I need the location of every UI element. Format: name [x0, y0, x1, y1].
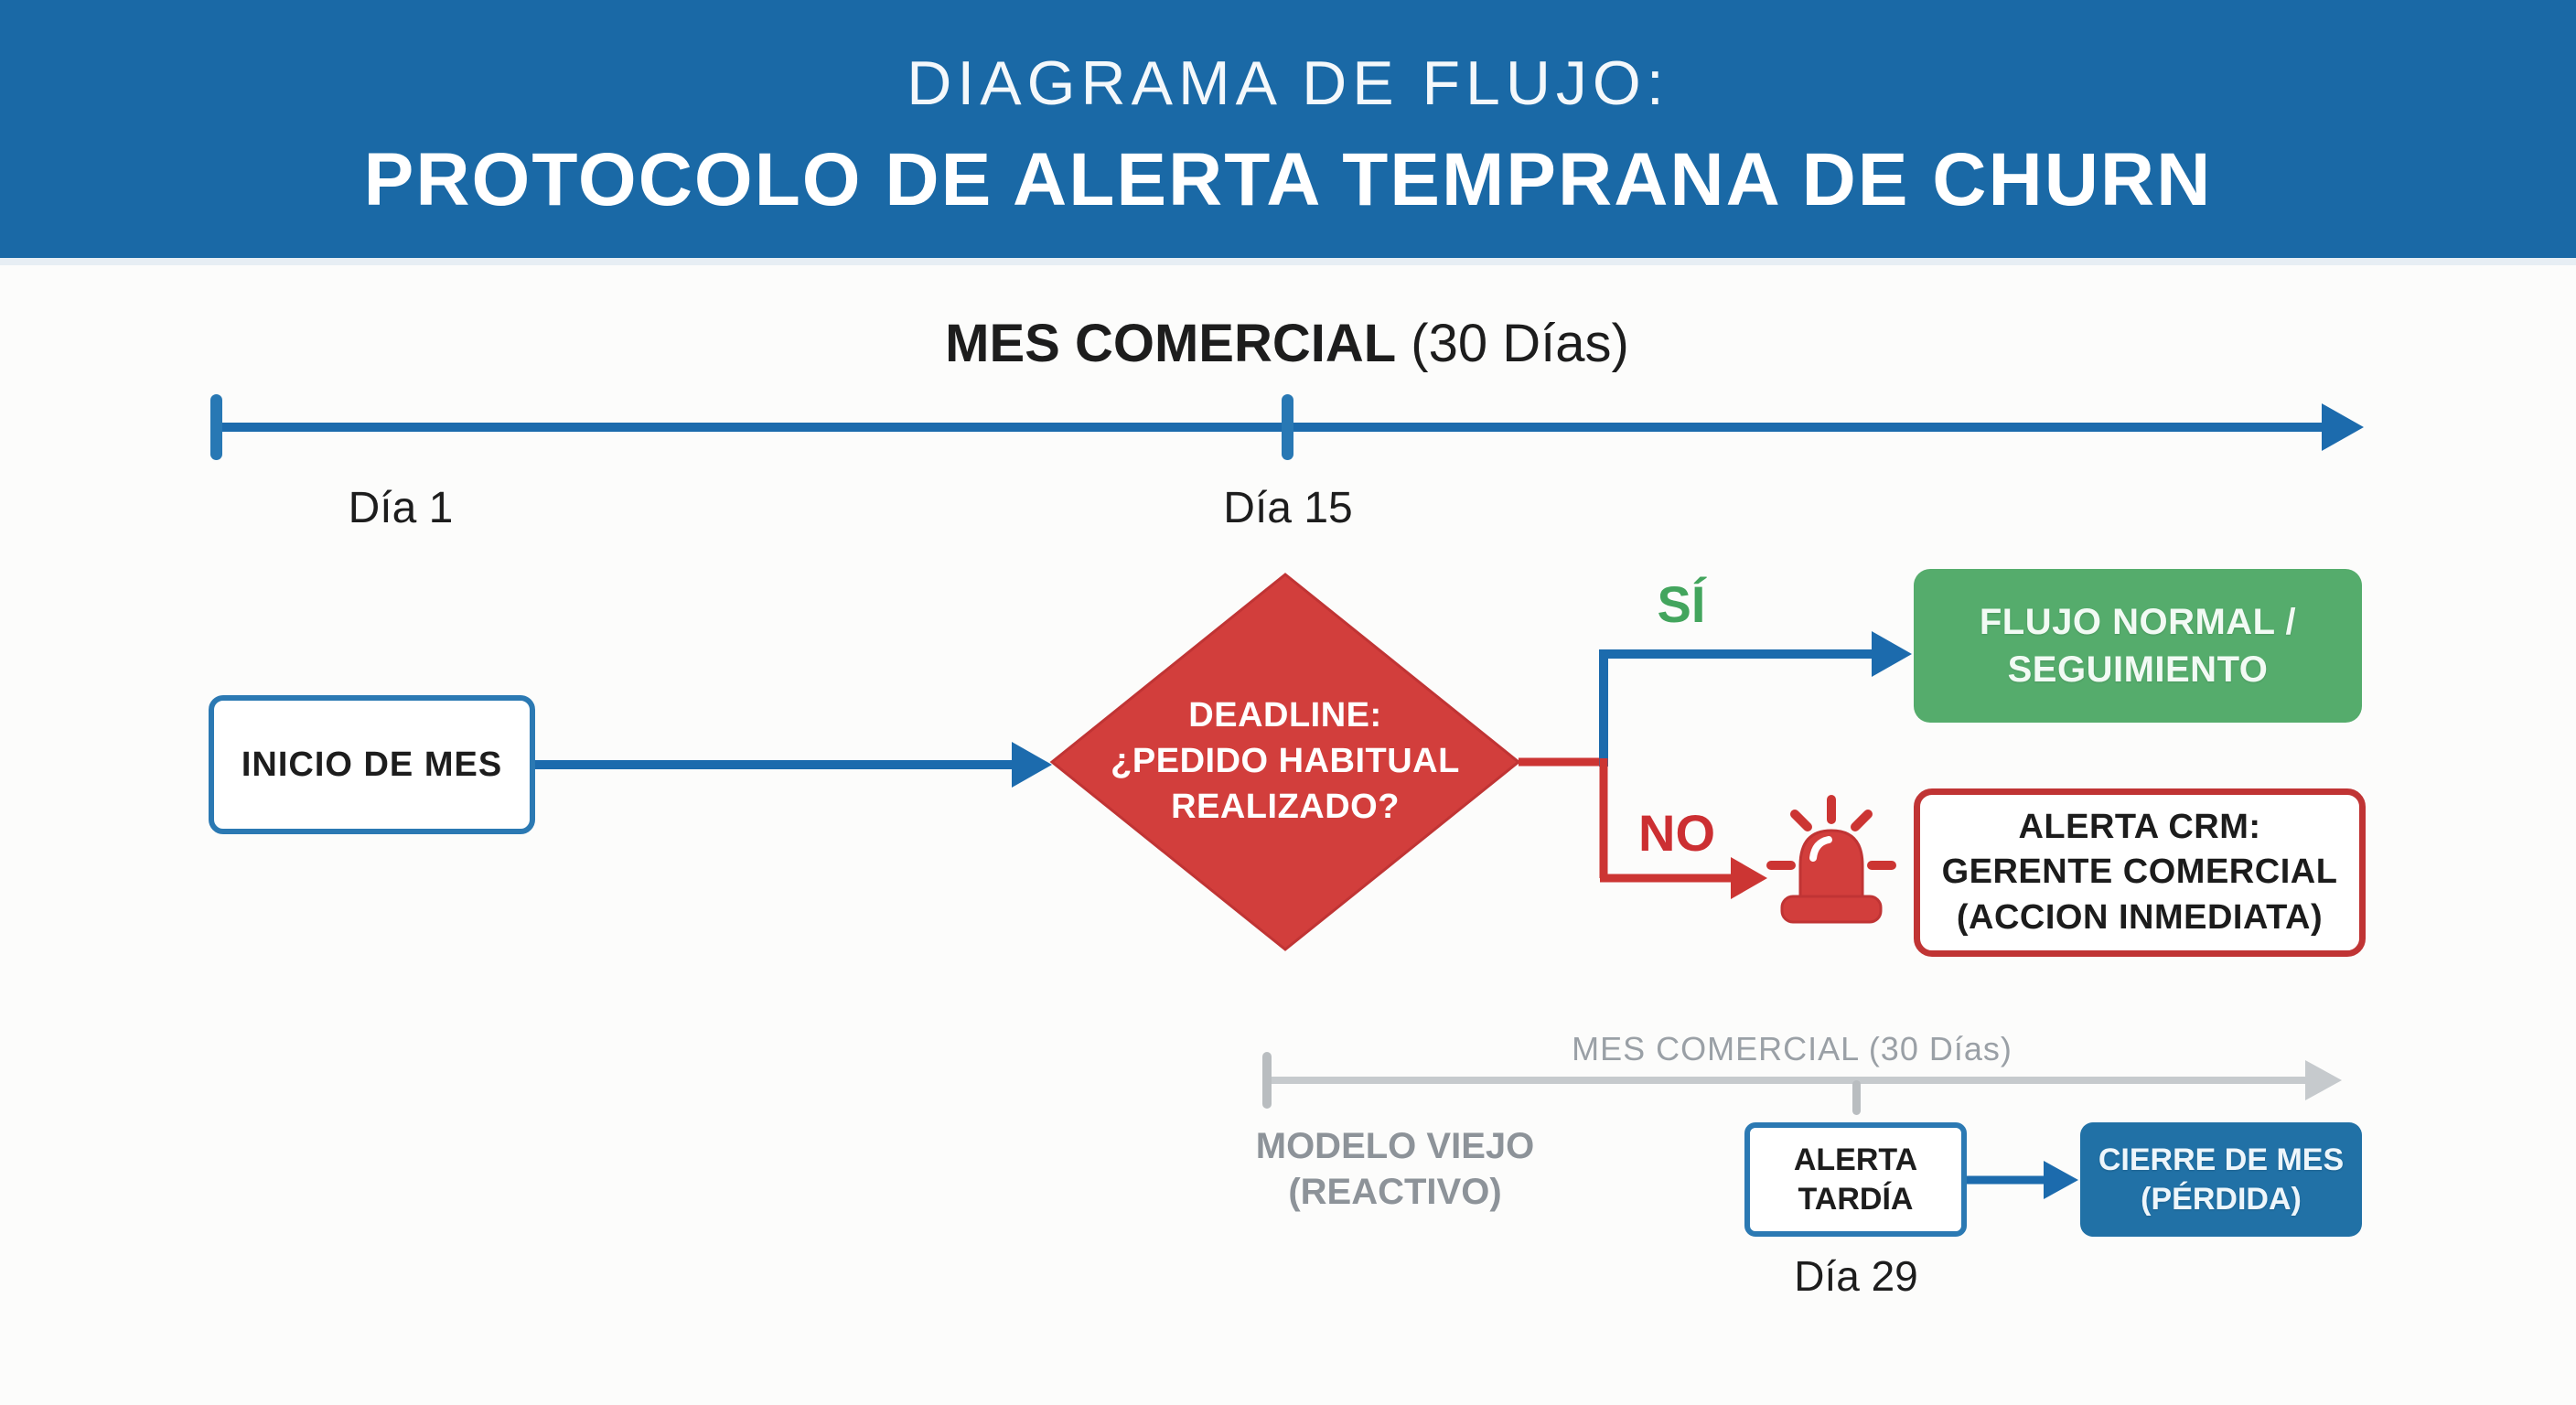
no-branch-label: NO: [1638, 804, 1715, 862]
panel-timeline-arrowhead-icon: [2305, 1060, 2342, 1100]
old-model-line1: MODELO VIEJO: [1255, 1126, 1535, 1166]
panel-timeline-title: MES COMERCIAL (30 Días): [1572, 1030, 2012, 1067]
crm-alert-box: ALERTA CRM: GERENTE COMERCIAL (ACCION IN…: [1914, 788, 2366, 957]
old-model-line2: (REACTIVO): [1288, 1172, 1502, 1212]
timeline-tick-day1: [210, 394, 222, 460]
panel-timeline-tick-start: [1262, 1052, 1272, 1109]
decision-line2: ¿PEDIDO HABITUAL: [1111, 742, 1460, 781]
header-separator: [0, 258, 2576, 265]
start-to-decision-arrowhead-icon: [1012, 742, 1052, 788]
header-banner: [0, 0, 2576, 258]
month-close-box: CIERRE DE MES (PÉRDIDA): [2080, 1122, 2362, 1237]
timeline-arrowhead-icon: [2322, 403, 2364, 451]
crm-alert-line2: GERENTE COMERCIAL: [1941, 853, 2338, 892]
late-alert-line2: TARDÍA: [1798, 1181, 1914, 1217]
crm-alert-line1: ALERTA CRM:: [2018, 807, 2261, 846]
no-branch-arrowhead-icon: [1731, 857, 1767, 899]
timeline-title-bold: MES COMERCIAL: [945, 314, 1397, 373]
late-alert-box: ALERTA TARDÍA: [1744, 1122, 1967, 1237]
siren-icon: [1766, 795, 1896, 924]
header-title-line2: PROTOCOLO DE ALERTA TEMPRANA DE CHURN: [363, 138, 2213, 221]
timeline-title-light: (30 Días): [1411, 314, 1629, 373]
decision-line3: REALIZADO?: [1171, 788, 1400, 827]
yes-branch-label: SÍ: [1657, 575, 1706, 633]
normal-flow-line2: SEGUIMIENTO: [2007, 649, 2269, 690]
header-title-line1: DIAGRAMA DE FLUJO:: [907, 48, 1669, 118]
old-model-label: MODELO VIEJO (REACTIVO): [1217, 1123, 1573, 1215]
day29-label: Día 29: [1794, 1252, 1918, 1300]
start-of-month-box: INICIO DE MES: [209, 695, 535, 834]
panel-timeline-tick-day29: [1852, 1080, 1861, 1115]
timeline-title: MES COMERCIAL (30 Días): [830, 313, 1744, 374]
month-close-line1: CIERRE DE MES: [2098, 1142, 2345, 1177]
yes-branch-arrowhead-icon: [1872, 631, 1912, 677]
start-of-month-label: INICIO DE MES: [241, 745, 503, 784]
normal-flow-line1: FLUJO NORMAL /: [1979, 602, 2297, 642]
day15-label: Día 15: [1223, 484, 1353, 532]
normal-flow-box: FLUJO NORMAL / SEGUIMIENTO: [1914, 569, 2362, 723]
late-to-close-arrowhead-icon: [2044, 1161, 2078, 1199]
day1-label: Día 1: [348, 484, 454, 532]
month-close-line2: (PÉRDIDA): [2141, 1181, 2302, 1217]
late-alert-line1: ALERTA: [1793, 1142, 1918, 1177]
decision-text: DEADLINE: ¿PEDIDO HABITUAL REALIZADO?: [1066, 692, 1505, 830]
crm-alert-line3: (ACCION INMEDIATA): [1956, 897, 2324, 937]
decision-line1: DEADLINE:: [1188, 696, 1382, 735]
timeline-tick-day15: [1282, 394, 1293, 460]
